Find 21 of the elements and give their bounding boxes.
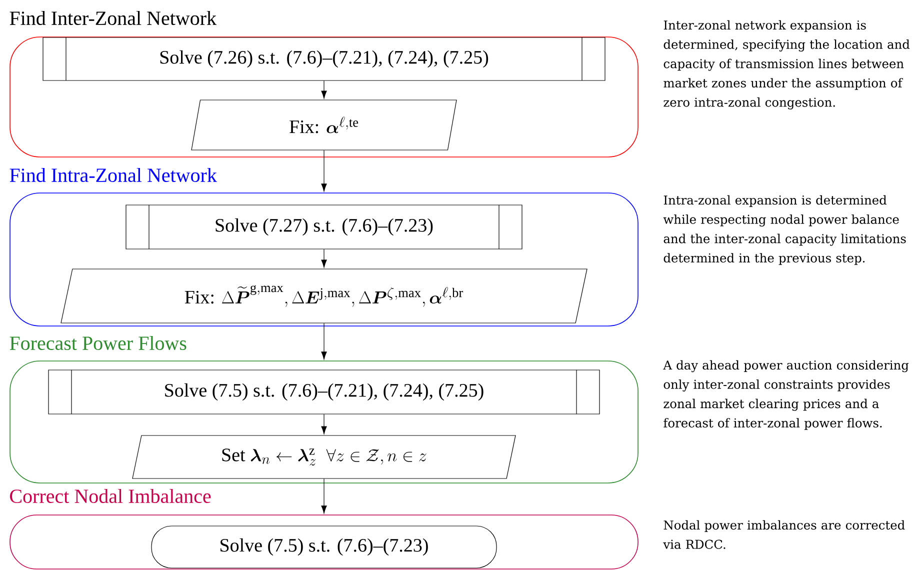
description-text: Nodal power imbalances are corrected via RDCC.: [663, 520, 905, 549]
arrow: [321, 414, 327, 434]
terminal-box: Solve (7.5) s.t. (7.6)–(7.23): [151, 526, 497, 568]
stage-heading: Correct Nodal Imbalance: [10, 488, 211, 504]
parallelogram-box: $\text{Set }\boldsymbol{\lambda}_n\leftarrow\boldsymbol{\lambda}_z^{\mathrm{z}}\;\;\forall z\in\mathcal{Z},n\in z$: [132, 435, 516, 479]
arrow: [321, 478, 327, 514]
description-text: A day ahead power auction considering only inter-zonal constraints provides zonal market clearing prices and a forecast of inter-zonal power flows.: [663, 360, 909, 430]
parallelogram-box: $\text{Fix: }\Delta\widetilde{\boldsymbol{P}}^{\mathrm{g},\max},\Delta\boldsymbol{E}^{\mathrm{j},\max},\Delta\boldsymbol{P}^{\zeta,\max},\boldsymbol{\alpha}^{\ell,\mathrm{br}}$: [60, 268, 588, 324]
arrow: [321, 323, 327, 360]
description-text: Inter-zonal network expansion is determined, specifying the location and capacity of transmission lines between market zones under the assumption of zero intra-zonal congestion.: [664, 20, 910, 110]
description-text: Intra-zonal expansion is determined while respecting nodal power balance and the inter-zonal capacity limitations determined in the previous step.: [663, 195, 906, 265]
parallelogram-box: $\text{Fix: }\boldsymbol{\alpha}^{\ell,\mathrm{te}}$: [191, 100, 457, 150]
subroutine-box: Solve (7.5) s.t. (7.6)–(7.21), (7.24), (7.25): [48, 370, 600, 414]
arrow: [321, 150, 327, 192]
arrow: [321, 249, 327, 268]
stage-heading: Find Intra-Zonal Network: [10, 168, 217, 182]
arrow: [321, 80, 327, 99]
stage-heading: Forecast Power Flows: [10, 336, 186, 350]
subroutine-box: Solve (7.27) s.t. (7.6)–(7.23): [126, 204, 522, 250]
stage-heading: Find Inter-Zonal Network: [10, 10, 217, 26]
subroutine-box: Solve (7.26) s.t. (7.6)–(7.21), (7.24), (7.25): [42, 37, 606, 81]
